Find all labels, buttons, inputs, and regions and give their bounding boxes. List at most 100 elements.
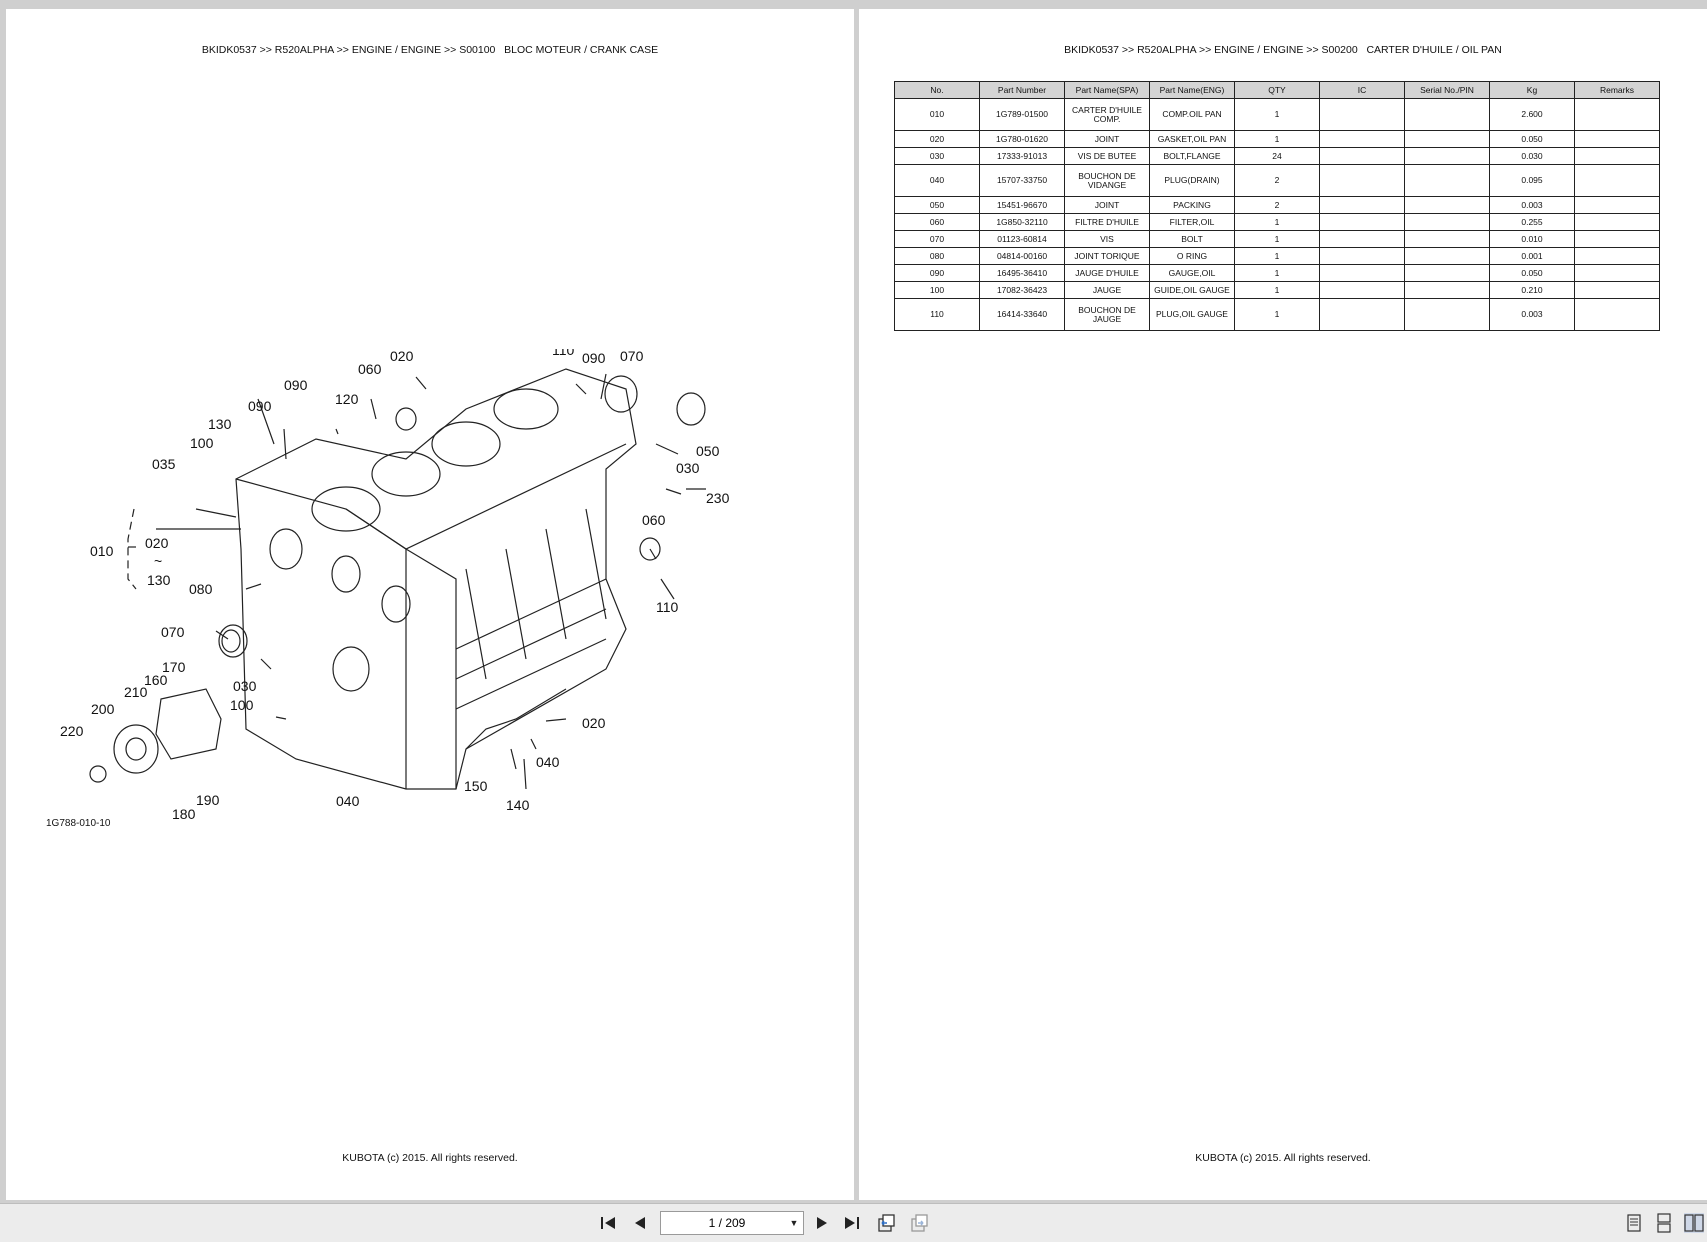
cell-no: 060 <box>894 213 980 231</box>
two-page-view-icon[interactable] <box>1684 1213 1704 1233</box>
cell-remarks <box>1574 130 1660 148</box>
cell-remarks <box>1574 298 1660 331</box>
callout-170: 170 <box>162 659 186 675</box>
page-indicator: 1 / 209 <box>708 1216 746 1230</box>
viewer-toolbar: 1 / 209 ▼ <box>0 1203 1707 1242</box>
cell-part-name-spa: JOINT <box>1064 130 1150 148</box>
cell-qty: 2 <box>1234 196 1320 214</box>
callout-tilde: ~ <box>154 553 162 569</box>
cell-kg: 0.030 <box>1489 147 1575 165</box>
callout-030-b: 030 <box>233 678 257 694</box>
cell-qty: 1 <box>1234 247 1320 265</box>
cell-kg: 0.003 <box>1489 298 1575 331</box>
page-number-input[interactable]: 1 / 209 ▼ <box>660 1211 804 1235</box>
cell-kg: 0.001 <box>1489 247 1575 265</box>
cell-ic <box>1319 196 1405 214</box>
cell-part-name-spa: BOUCHON DE JAUGE <box>1064 298 1150 331</box>
callout-100-b: 100 <box>230 697 254 713</box>
col-header-serial: Serial No./PIN <box>1404 81 1490 99</box>
callout-110-b: 110 <box>656 599 679 615</box>
cell-part-number: 04814-00160 <box>979 247 1065 265</box>
col-header-ic: IC <box>1319 81 1405 99</box>
cell-no: 110 <box>894 298 980 331</box>
cell-part-name-eng: PLUG,OIL GAUGE <box>1149 298 1235 331</box>
cell-serial <box>1404 196 1490 214</box>
cell-qty: 1 <box>1234 213 1320 231</box>
cell-serial <box>1404 281 1490 299</box>
prev-page-icon[interactable] <box>630 1213 650 1233</box>
callout-090: 090 <box>248 398 272 414</box>
col-header-part-name-eng: Part Name(ENG) <box>1149 81 1235 99</box>
col-header-qty: QTY <box>1234 81 1320 99</box>
cell-part-number: 17333-91013 <box>979 147 1065 165</box>
cell-part-name-eng: GAUGE,OIL <box>1149 264 1235 282</box>
cell-no: 100 <box>894 281 980 299</box>
cell-remarks <box>1574 147 1660 165</box>
continuous-view-icon[interactable] <box>1654 1213 1674 1233</box>
cell-qty: 1 <box>1234 230 1320 248</box>
cell-qty: 1 <box>1234 98 1320 131</box>
cell-part-number: 15707-33750 <box>979 164 1065 197</box>
cell-remarks <box>1574 281 1660 299</box>
col-header-no: No. <box>894 81 980 99</box>
cell-no: 020 <box>894 130 980 148</box>
cell-ic <box>1319 213 1405 231</box>
cell-kg: 0.255 <box>1489 213 1575 231</box>
cell-serial <box>1404 98 1490 131</box>
chevron-down-icon[interactable]: ▼ <box>789 1218 799 1228</box>
callout-100: 100 <box>190 435 214 451</box>
document-viewport[interactable]: BKIDK0537 >> R520ALPHA >> ENGINE / ENGIN… <box>0 0 1707 1203</box>
cell-ic <box>1319 281 1405 299</box>
cell-kg: 0.050 <box>1489 264 1575 282</box>
cell-ic <box>1319 298 1405 331</box>
cell-part-name-spa: VIS DE BUTEE <box>1064 147 1150 165</box>
cell-qty: 1 <box>1234 281 1320 299</box>
cell-part-name-spa: JAUGE <box>1064 281 1150 299</box>
cell-ic <box>1319 147 1405 165</box>
callout-160: 160 <box>144 672 168 688</box>
cell-remarks <box>1574 230 1660 248</box>
pdf-page-right: BKIDK0537 >> R520ALPHA >> ENGINE / ENGIN… <box>859 9 1707 1200</box>
cell-part-name-eng: O RING <box>1149 247 1235 265</box>
last-page-icon[interactable] <box>842 1213 862 1233</box>
cell-remarks <box>1574 247 1660 265</box>
cell-part-name-eng: GASKET,OIL PAN <box>1149 130 1235 148</box>
page-breadcrumb: BKIDK0537 >> R520ALPHA >> ENGINE / ENGIN… <box>201 44 659 56</box>
cell-part-name-spa: JOINT TORIQUE <box>1064 247 1150 265</box>
cell-part-name-spa: JOINT <box>1064 196 1150 214</box>
cell-serial <box>1404 164 1490 197</box>
cell-serial <box>1404 264 1490 282</box>
cell-no: 010 <box>894 98 980 131</box>
page-breadcrumb: BKIDK0537 >> R520ALPHA >> ENGINE / ENGIN… <box>1064 44 1502 56</box>
callout-140: 140 <box>506 797 530 813</box>
cell-part-name-spa: CARTER D'HUILE COMP. <box>1064 98 1150 131</box>
col-header-remarks: Remarks <box>1574 81 1660 99</box>
first-page-icon[interactable] <box>598 1213 618 1233</box>
go-forward-view-icon[interactable] <box>909 1213 929 1233</box>
cell-qty: 2 <box>1234 164 1320 197</box>
cell-part-name-eng: GUIDE,OIL GAUGE <box>1149 281 1235 299</box>
cell-ic <box>1319 247 1405 265</box>
single-page-view-icon[interactable] <box>1624 1213 1644 1233</box>
crank-case-drawing: 010 020 ~ 130 035 100 130 090 090 120 06… <box>46 342 730 829</box>
pdf-page-left: BKIDK0537 >> R520ALPHA >> ENGINE / ENGIN… <box>6 9 854 1200</box>
cell-kg: 0.010 <box>1489 230 1575 248</box>
cell-part-number: 16495-36410 <box>979 264 1065 282</box>
callout-080: 080 <box>189 581 213 597</box>
callout-020: 020 <box>145 535 169 551</box>
callout-120: 120 <box>335 391 359 407</box>
cell-remarks <box>1574 98 1660 131</box>
cell-ic <box>1319 98 1405 131</box>
cell-part-name-eng: BOLT,FLANGE <box>1149 147 1235 165</box>
next-page-icon[interactable] <box>812 1213 832 1233</box>
page-footer: KUBOTA (c) 2015. All rights reserved. <box>342 1152 518 1164</box>
cell-kg: 0.003 <box>1489 196 1575 214</box>
callout-040-b: 040 <box>336 793 360 809</box>
go-back-view-icon[interactable] <box>876 1213 896 1233</box>
